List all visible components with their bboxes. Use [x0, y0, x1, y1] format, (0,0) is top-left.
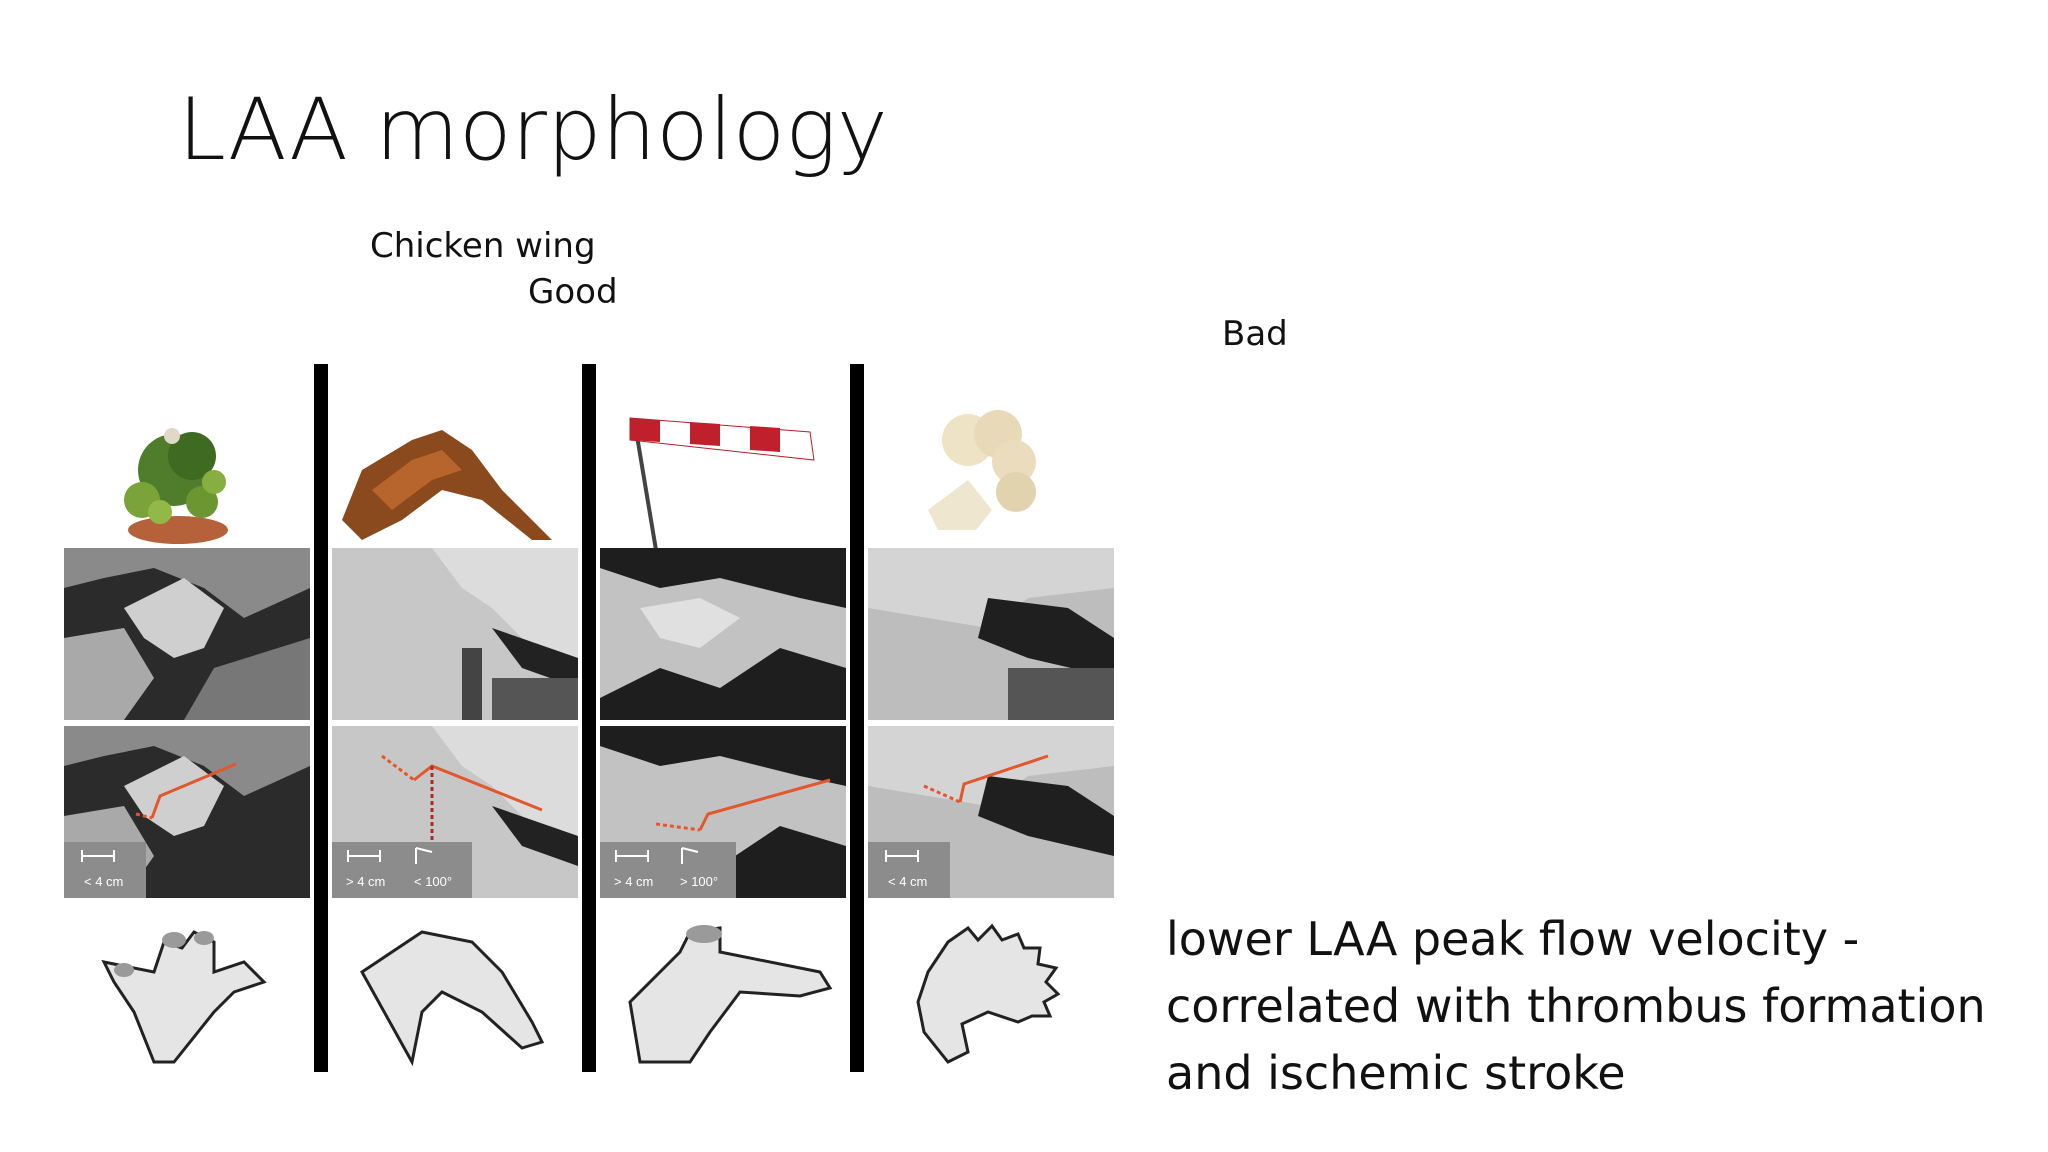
windsock-photo: [629, 417, 815, 550]
length-label-cauliflower: < 4 cm: [888, 874, 927, 889]
angle-label-chicken-wing: < 100°: [414, 874, 452, 889]
ct-annotated-cactus: < 4 cm: [64, 726, 310, 898]
cactus-shape-diagram: [101, 930, 267, 1064]
slide-title: LAA morphology: [178, 80, 888, 180]
good-label: Good: [528, 272, 618, 312]
divider-2: [582, 364, 596, 1072]
laa-morphology-figure: < 4 cm: [64, 364, 1116, 1074]
ct-scan-cactus: [64, 548, 310, 720]
cauliflower-shape-diagram: [916, 923, 1061, 1064]
length-label-windsock: > 4 cm: [614, 874, 653, 889]
ct-scan-chicken-wing: [332, 548, 578, 720]
divider-1: [314, 364, 328, 1072]
chicken-wing-label: Chicken wing: [370, 226, 596, 266]
caption-line-1: lower LAA peak flow velocity -: [1166, 912, 1860, 966]
caption-line-3: and ischemic stroke: [1166, 1046, 1626, 1100]
caption-text: lower LAA peak flow velocity - correlate…: [1166, 906, 2026, 1107]
chicken-wing-photo: [342, 430, 552, 540]
cauliflower-photo: [928, 410, 1036, 530]
caption-line-2: correlated with thrombus formation: [1166, 979, 1986, 1033]
length-label-chicken-wing: > 4 cm: [346, 874, 385, 889]
ct-annotated-cauliflower: < 4 cm: [868, 726, 1114, 898]
cactus-photo: [124, 428, 228, 544]
ct-annotated-chicken-wing: > 4 cm < 100°: [332, 726, 578, 898]
ct-annotated-windsock: > 4 cm > 100°: [600, 726, 846, 898]
bad-label: Bad: [1222, 314, 1288, 354]
windsock-shape-diagram: [628, 925, 833, 1064]
length-label-cactus: < 4 cm: [84, 874, 123, 889]
ct-scan-cauliflower: [868, 548, 1114, 720]
chicken-wing-shape-diagram: [360, 930, 545, 1067]
ct-scan-windsock: [600, 548, 846, 720]
angle-label-windsock: > 100°: [680, 874, 718, 889]
divider-3: [850, 364, 864, 1072]
